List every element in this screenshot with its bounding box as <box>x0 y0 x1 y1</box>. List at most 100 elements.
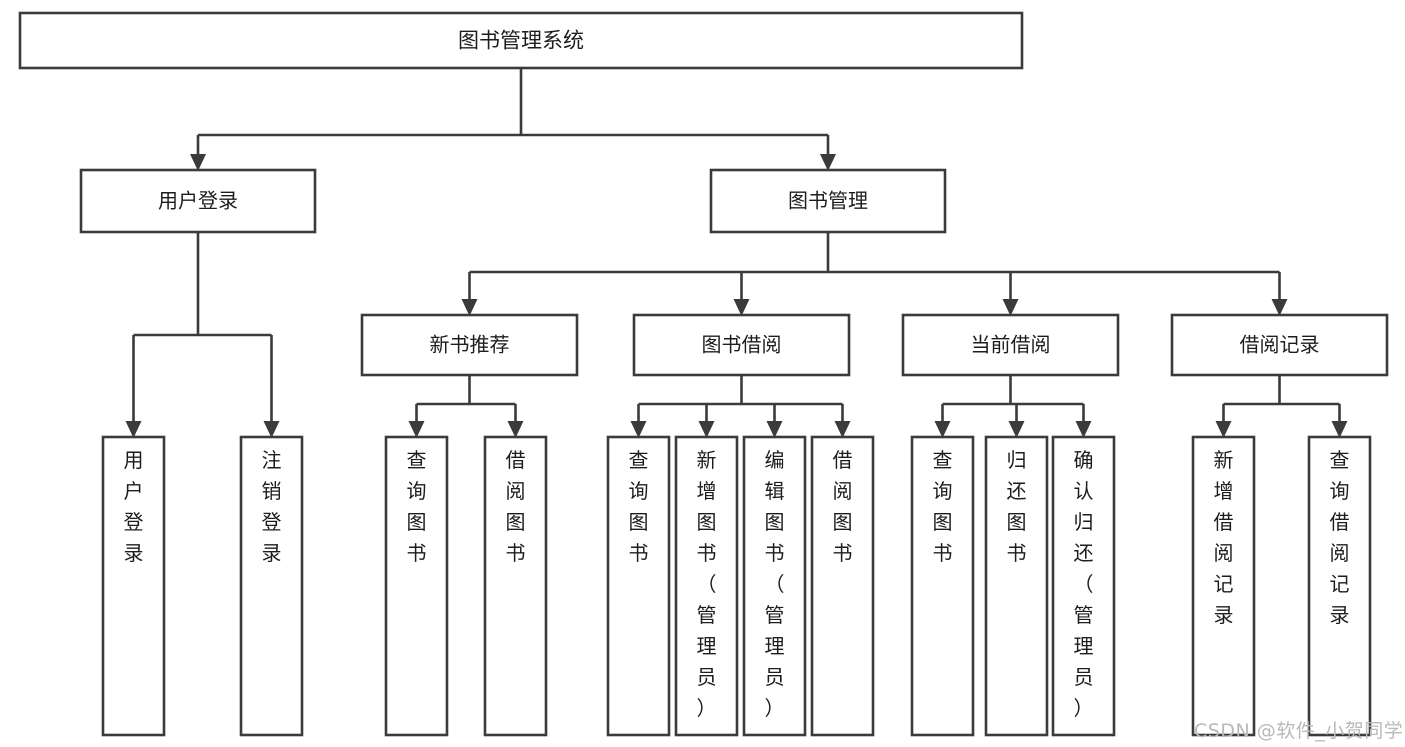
node-box-current-return-book <box>984 435 1049 737</box>
node-label-recommend-borrow-book: 书 <box>506 541 526 565</box>
node-label-current-confirm-return-admin: 还 <box>1074 541 1094 565</box>
node-label-borrow-add-book-admin: 理 <box>697 634 717 658</box>
node-label-current-confirm-return-admin: 归 <box>1074 510 1094 534</box>
node-label-borrow-add-book-admin: 书 <box>697 541 717 565</box>
node-box-recommend-borrow-book <box>483 435 548 737</box>
node-label-records-query-record: 记 <box>1330 572 1350 596</box>
node-box-borrow-query-book <box>606 435 671 737</box>
node-label-current-query-book: 图 <box>933 510 953 534</box>
node-label-user-login-action: 登 <box>124 510 144 534</box>
arrow-head-icon <box>263 421 280 438</box>
node-label-borrow-query-book: 图 <box>629 510 649 534</box>
node-new-book-recommend[interactable]: 新书推荐 <box>360 313 579 377</box>
node-label-records-add-record: 记 <box>1214 572 1234 596</box>
node-label-borrow-add-book-admin: 员 <box>697 665 717 689</box>
node-label-current-return-book: 图 <box>1007 510 1027 534</box>
arrow-head-icon <box>408 421 425 438</box>
arrow-head-icon <box>1271 299 1288 316</box>
arrow-head-icon <box>698 421 715 438</box>
node-label-records-add-record: 新 <box>1214 448 1234 472</box>
node-label-records-query-record: 阅 <box>1330 541 1350 565</box>
node-label-borrow-edit-book-admin: 图 <box>765 510 785 534</box>
node-label-current-confirm-return-admin: 员 <box>1074 665 1094 689</box>
node-label-records-query-record: 询 <box>1330 479 1350 503</box>
node-box-current-query-book <box>910 435 975 737</box>
node-label-records-query-record: 查 <box>1330 448 1350 472</box>
node-label-current-return-book: 还 <box>1007 479 1027 503</box>
node-label-current-query-book: 询 <box>933 479 953 503</box>
arrow-head-icon <box>1075 421 1092 438</box>
node-layer: 图书管理系统用户登录用户登录注销登录图书管理新书推荐查询图书借阅图书图书借阅查询… <box>18 11 1389 737</box>
node-label-recommend-query-book: 书 <box>407 541 427 565</box>
node-label-current-return-book: 归 <box>1007 448 1027 472</box>
node-box-book-management <box>709 168 947 234</box>
node-box-user-login <box>79 168 317 234</box>
node-book-management[interactable]: 图书管理 <box>709 168 947 234</box>
node-label-user-login-action: 户 <box>124 479 144 503</box>
node-label-borrow-add-book-admin: 图 <box>697 510 717 534</box>
node-label-user-logout-action: 登 <box>262 510 282 534</box>
node-user-login-action[interactable]: 用户登录 <box>101 435 166 737</box>
node-label-borrow-query-book: 查 <box>629 448 649 472</box>
node-label-borrow-records: 借阅记录 <box>1240 333 1320 357</box>
node-label-borrow-edit-book-admin: 管 <box>765 603 785 627</box>
node-label-borrow-add-book-admin: 增 <box>697 479 717 503</box>
node-box-borrow-edit-book-admin <box>742 435 807 737</box>
node-box-user-logout-action <box>239 435 304 737</box>
node-label-current-confirm-return-admin: 管 <box>1074 603 1094 627</box>
node-label-user-login-action: 用 <box>124 448 144 472</box>
node-box-borrow-records <box>1170 313 1389 377</box>
node-box-new-book-recommend <box>360 313 579 377</box>
node-box-root <box>18 11 1024 70</box>
node-label-recommend-borrow-book: 借 <box>506 448 526 472</box>
arrow-head-icon <box>190 154 206 171</box>
node-label-current-borrowing: 当前借阅 <box>971 333 1051 357</box>
node-label-records-query-record: 借 <box>1330 510 1350 534</box>
node-label-borrow-edit-book-admin: ） <box>765 696 785 720</box>
node-borrow-records[interactable]: 借阅记录 <box>1170 313 1389 377</box>
arrow-head-icon <box>1008 421 1025 438</box>
node-label-current-confirm-return-admin: ） <box>1074 696 1094 720</box>
node-box-recommend-query-book <box>384 435 449 737</box>
node-label-borrow-edit-book-admin: 员 <box>765 665 785 689</box>
node-box-records-query-record <box>1307 435 1372 737</box>
arrow-head-icon <box>1215 421 1232 438</box>
arrow-head-icon <box>820 154 836 171</box>
node-label-borrow-borrow-book: 阅 <box>833 479 853 503</box>
node-label-borrow-add-book-admin: 新 <box>697 448 717 472</box>
node-current-borrowing[interactable]: 当前借阅 <box>901 313 1120 377</box>
node-label-borrow-borrow-book: 图 <box>833 510 853 534</box>
node-user-login[interactable]: 用户登录 <box>79 168 317 234</box>
node-label-borrow-add-book-admin: ） <box>697 696 717 720</box>
node-label-current-return-book: 书 <box>1007 541 1027 565</box>
arrow-head-icon <box>766 421 783 438</box>
node-label-borrow-edit-book-admin: 辑 <box>765 479 785 503</box>
node-box-book-borrowing <box>632 313 851 377</box>
arrow-head-icon <box>1002 299 1019 316</box>
node-label-borrow-query-book: 书 <box>629 541 649 565</box>
node-root[interactable]: 图书管理系统 <box>18 11 1024 70</box>
node-box-user-login-action <box>101 435 166 737</box>
node-label-book-management: 图书管理 <box>788 189 868 213</box>
node-label-recommend-query-book: 询 <box>407 479 427 503</box>
node-label-user-logout-action: 销 <box>262 479 282 503</box>
node-label-records-add-record: 借 <box>1214 510 1234 534</box>
arrow-head-icon <box>461 299 478 316</box>
arrow-head-icon <box>834 421 851 438</box>
node-label-borrow-edit-book-admin: 书 <box>765 541 785 565</box>
node-label-recommend-borrow-book: 阅 <box>506 479 526 503</box>
node-book-borrowing[interactable]: 图书借阅 <box>632 313 851 377</box>
